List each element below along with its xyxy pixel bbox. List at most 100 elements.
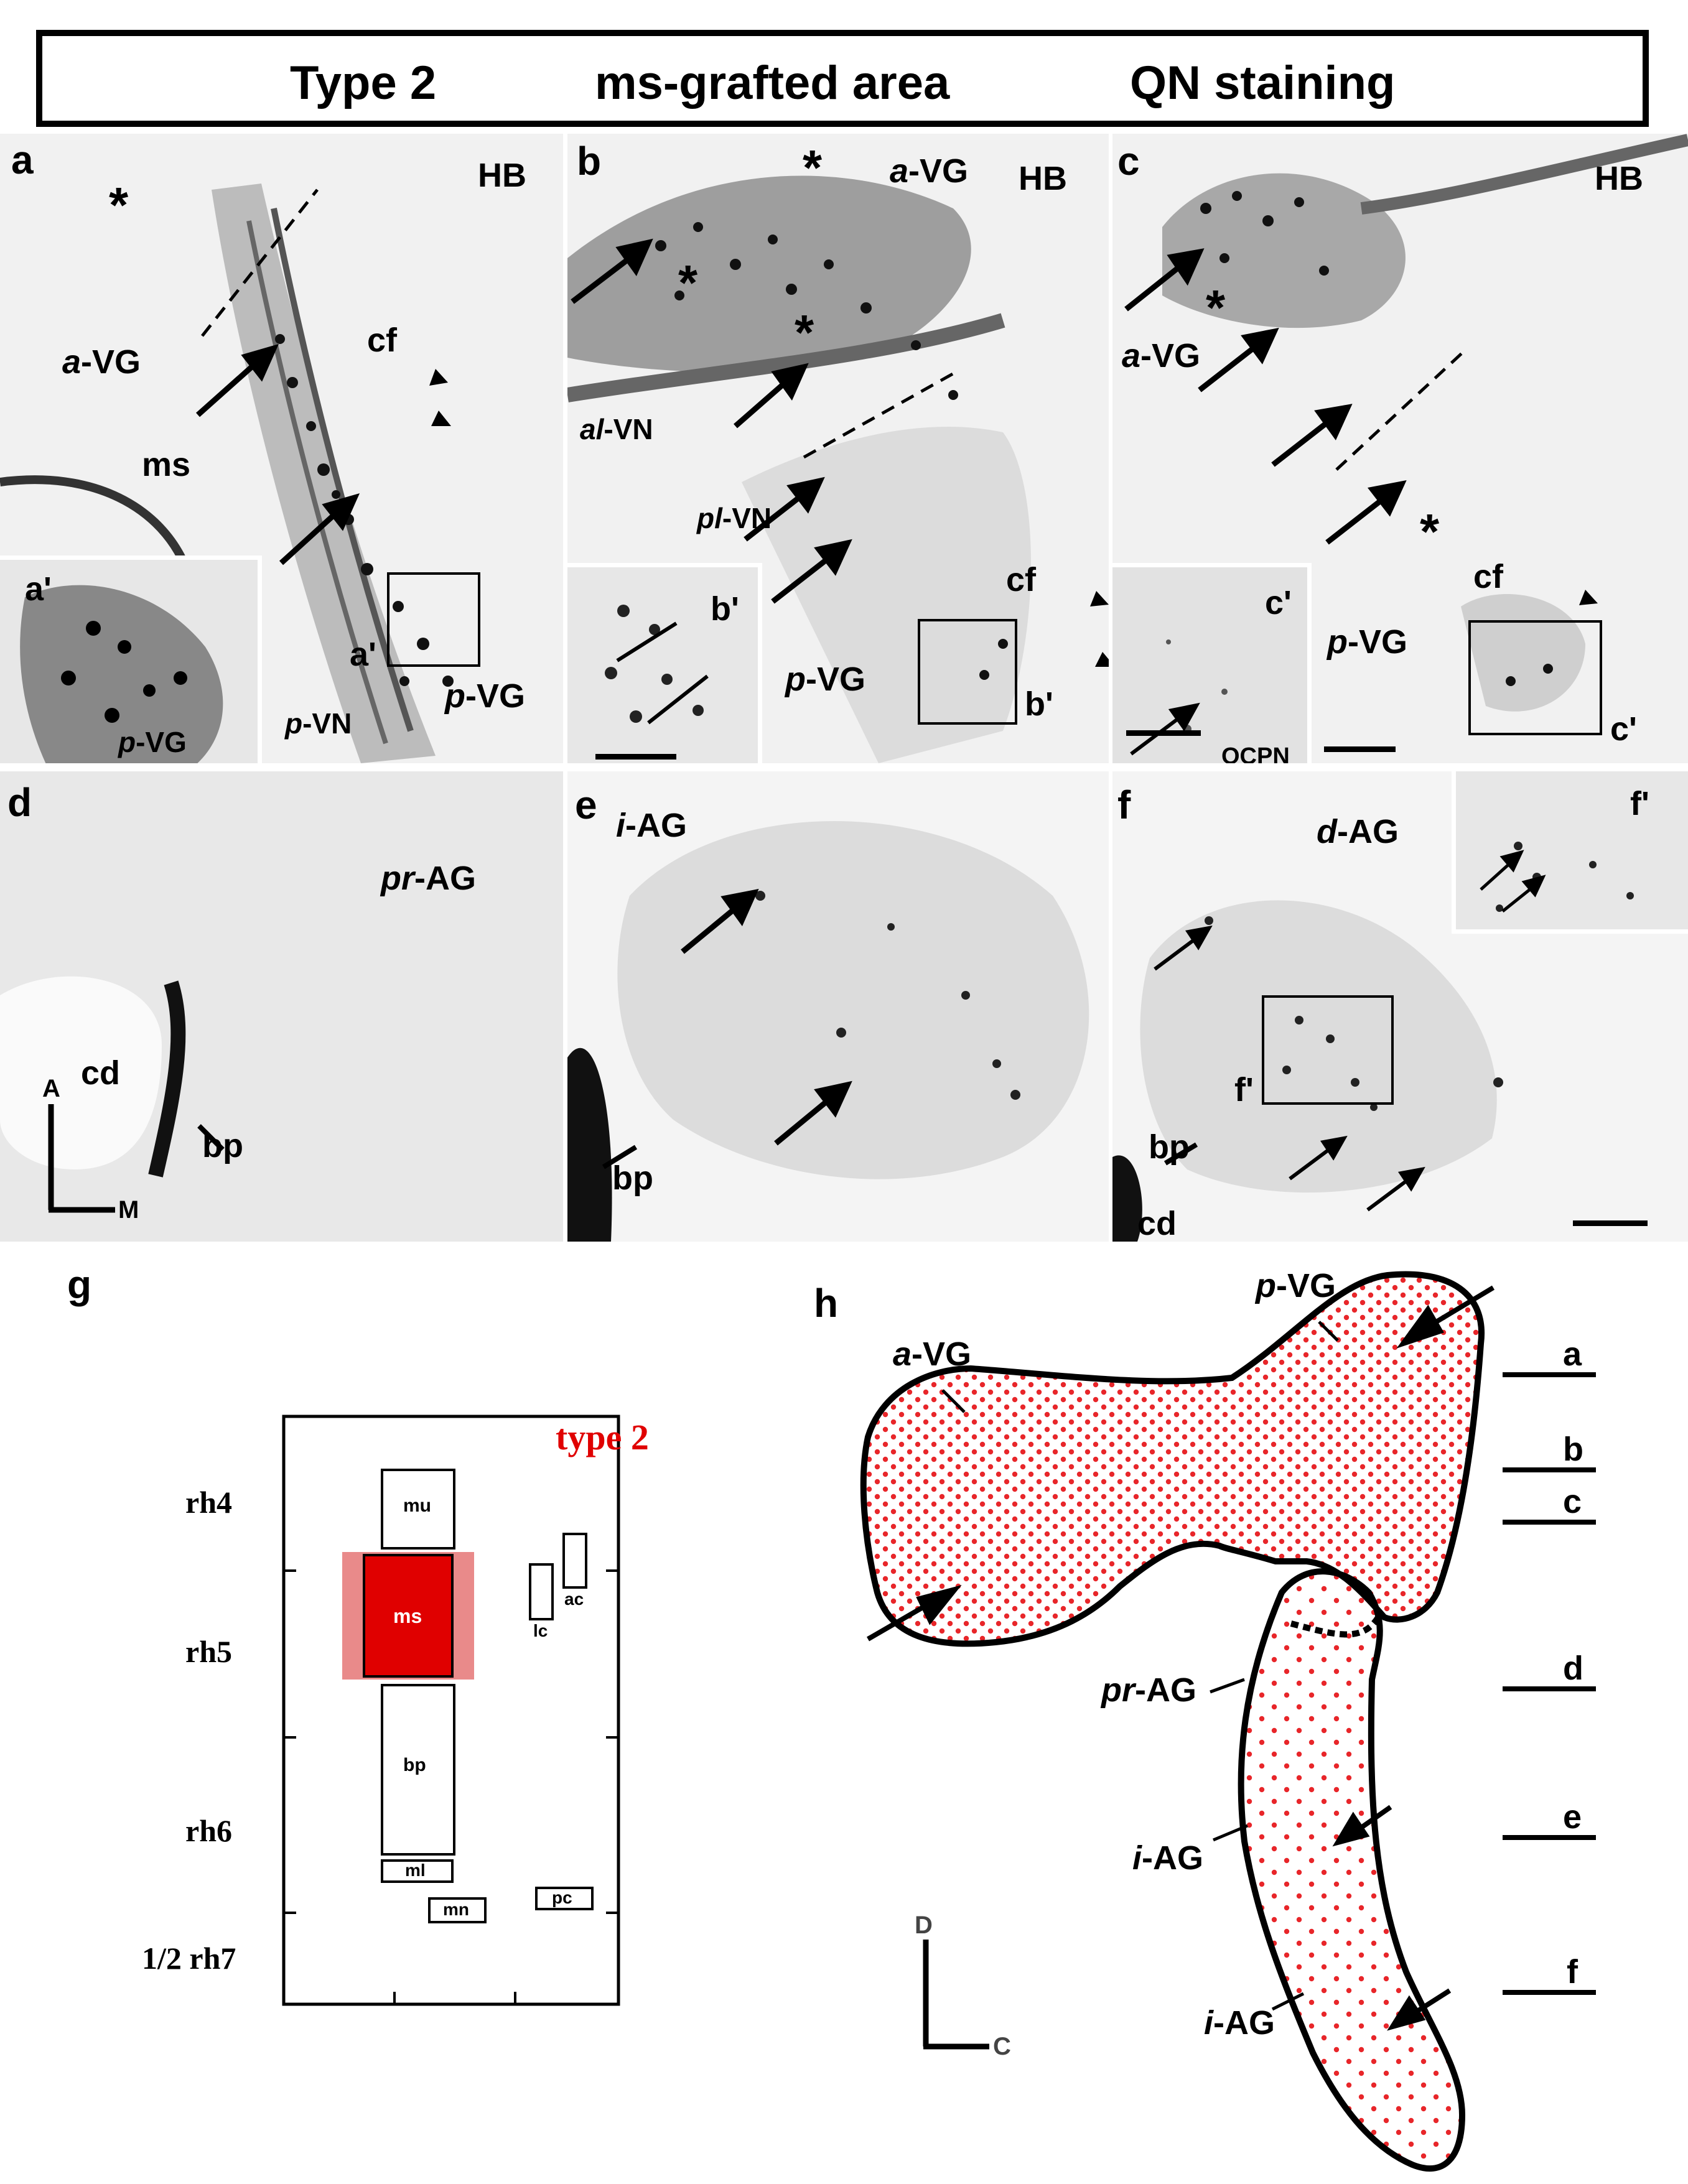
panel-g-letter: g xyxy=(67,1262,92,1307)
scale-bar xyxy=(1324,746,1396,752)
inset-c-prime: c' QCPN xyxy=(1112,563,1312,763)
asterisk-marker: * xyxy=(795,305,814,360)
inset-region-box xyxy=(1262,995,1394,1105)
panel-e-micrograph xyxy=(567,771,1109,1242)
h-label-i-ag: i-AG xyxy=(1132,1839,1203,1877)
label-i-ag: i-AG xyxy=(616,807,687,844)
h-label-i-ag-lower: i-AG xyxy=(1204,2004,1275,2042)
axis-d-label: D xyxy=(915,1912,933,1939)
label-pl-vn: pl-VN xyxy=(697,502,772,534)
label-p-vg: p-VG xyxy=(1327,623,1408,661)
level-b: b xyxy=(1563,1431,1583,1468)
label-p-vn: p-VN xyxy=(285,707,352,740)
level-a: a xyxy=(1563,1336,1582,1373)
inset-b-prime-micrograph xyxy=(605,605,709,725)
level-f: f xyxy=(1567,1953,1578,1991)
panel-f: f d-AG f' bp cd f' xyxy=(1112,771,1688,1242)
panel-c-letter: c xyxy=(1117,139,1140,184)
panel-e-letter: e xyxy=(575,783,597,827)
inset-f-prime: f' xyxy=(1452,771,1688,934)
axis-a-label: A xyxy=(42,1075,60,1102)
panel-b-micrograph xyxy=(567,175,1109,763)
label-p-vg: p-VG xyxy=(785,661,866,698)
box-bp-label: bp xyxy=(403,1755,426,1775)
label-b-prime: b' xyxy=(1025,685,1053,723)
figure-header: Type 2 ms-grafted area QN staining xyxy=(36,30,1649,127)
label-cf: cf xyxy=(1006,561,1037,598)
panel-d-letter: d xyxy=(7,780,32,825)
panel-d: d pr-AG cd bp A M xyxy=(0,771,563,1242)
label-a-vg: a-VG xyxy=(890,152,969,190)
axis-m-label: M xyxy=(118,1196,139,1224)
header-area: ms-grafted area xyxy=(595,57,950,109)
label-cd: cd xyxy=(1137,1205,1177,1242)
label-a-prime: a' xyxy=(350,636,376,673)
level-d: d xyxy=(1563,1650,1583,1687)
row-rh4: rh4 xyxy=(185,1485,232,1520)
panel-b-letter: b xyxy=(577,139,602,184)
box-ac-label: ac xyxy=(564,1589,584,1609)
level-c: c xyxy=(1563,1483,1582,1520)
asterisk-marker: * xyxy=(1206,280,1226,335)
axis-c-label: C xyxy=(993,2033,1011,2060)
label-cd: cd xyxy=(81,1054,121,1092)
panel-b: b * * * a-VG HB al-VN pl-VN cf p-VG b' b… xyxy=(567,134,1109,763)
row-rh6: rh6 xyxy=(185,1813,232,1848)
inset-a-prime: a' p-VG xyxy=(0,555,262,763)
label-hb: HB xyxy=(1019,160,1067,197)
inset-f-prime-micrograph xyxy=(1480,842,1634,913)
label-c-prime: c' xyxy=(1610,710,1637,748)
inset-region-box xyxy=(1468,620,1602,735)
type-2-label: type 2 xyxy=(556,1417,649,1457)
scale-bar xyxy=(1573,1220,1648,1226)
label-a-vg: a-VG xyxy=(1122,337,1201,374)
panel-f-letter: f xyxy=(1117,783,1131,827)
label-hb: HB xyxy=(478,157,526,194)
header-type: Type 2 xyxy=(290,57,437,109)
asterisk-marker: * xyxy=(803,140,823,195)
h-label-a-vg: a-VG xyxy=(893,1336,972,1373)
label-p-vg: p-VG xyxy=(445,677,526,715)
level-e: e xyxy=(1563,1798,1582,1836)
label-bp: bp xyxy=(612,1159,653,1197)
inset-label-qcpn: QCPN xyxy=(1221,743,1290,763)
inset-c-prime-letter: c' xyxy=(1265,584,1292,621)
panel-c: c HB * * a-VG cf p-VG c' c' QCPN xyxy=(1112,134,1688,763)
inset-region-box xyxy=(387,572,480,667)
inset-a-prime-letter: a' xyxy=(25,570,52,608)
panel-a-micrograph xyxy=(0,184,454,763)
inset-b-prime-letter: b' xyxy=(711,590,739,628)
asterisk-marker: * xyxy=(678,255,698,310)
label-d-ag: d-AG xyxy=(1317,813,1399,850)
row-half-rh7: 1/2 rh7 xyxy=(142,1941,236,1976)
row-rh5: rh5 xyxy=(185,1634,232,1669)
label-cf: cf xyxy=(367,322,398,359)
asterisk-marker: * xyxy=(1420,504,1440,559)
box-ms-label: ms xyxy=(393,1605,422,1627)
panel-d-micrograph xyxy=(0,771,563,1242)
box-ml-label: ml xyxy=(405,1861,426,1880)
label-cf: cf xyxy=(1473,558,1504,595)
panel-a-letter: a xyxy=(11,137,34,182)
inset-b-prime: b' xyxy=(567,563,762,763)
label-pr-ag: pr-AG xyxy=(381,860,476,897)
box-lc-label: lc xyxy=(533,1621,548,1640)
panel-a: a * HB a-VG cf ms a' p-VG p-VN a' p-VG xyxy=(0,134,563,763)
panel-e: e i-AG bp xyxy=(567,771,1109,1242)
label-bp: bp xyxy=(1149,1128,1190,1166)
inset-label-p-vg: p-VG xyxy=(118,726,187,758)
label-ms: ms xyxy=(142,446,191,483)
inset-f-prime-letter: f' xyxy=(1630,785,1649,822)
box-mu-label: mu xyxy=(403,1495,431,1516)
label-f-prime: f' xyxy=(1234,1071,1254,1108)
box-pc-label: pc xyxy=(552,1888,572,1907)
h-label-p-vg: p-VG xyxy=(1256,1267,1336,1304)
inset-a-prime-micrograph xyxy=(20,585,223,763)
scale-bar xyxy=(1126,730,1201,736)
header-staining: QN staining xyxy=(1130,57,1396,109)
scale-bar xyxy=(595,754,676,760)
asterisk-marker: * xyxy=(109,177,129,233)
label-hb: HB xyxy=(1595,160,1643,197)
box-mn-label: mn xyxy=(443,1900,469,1919)
